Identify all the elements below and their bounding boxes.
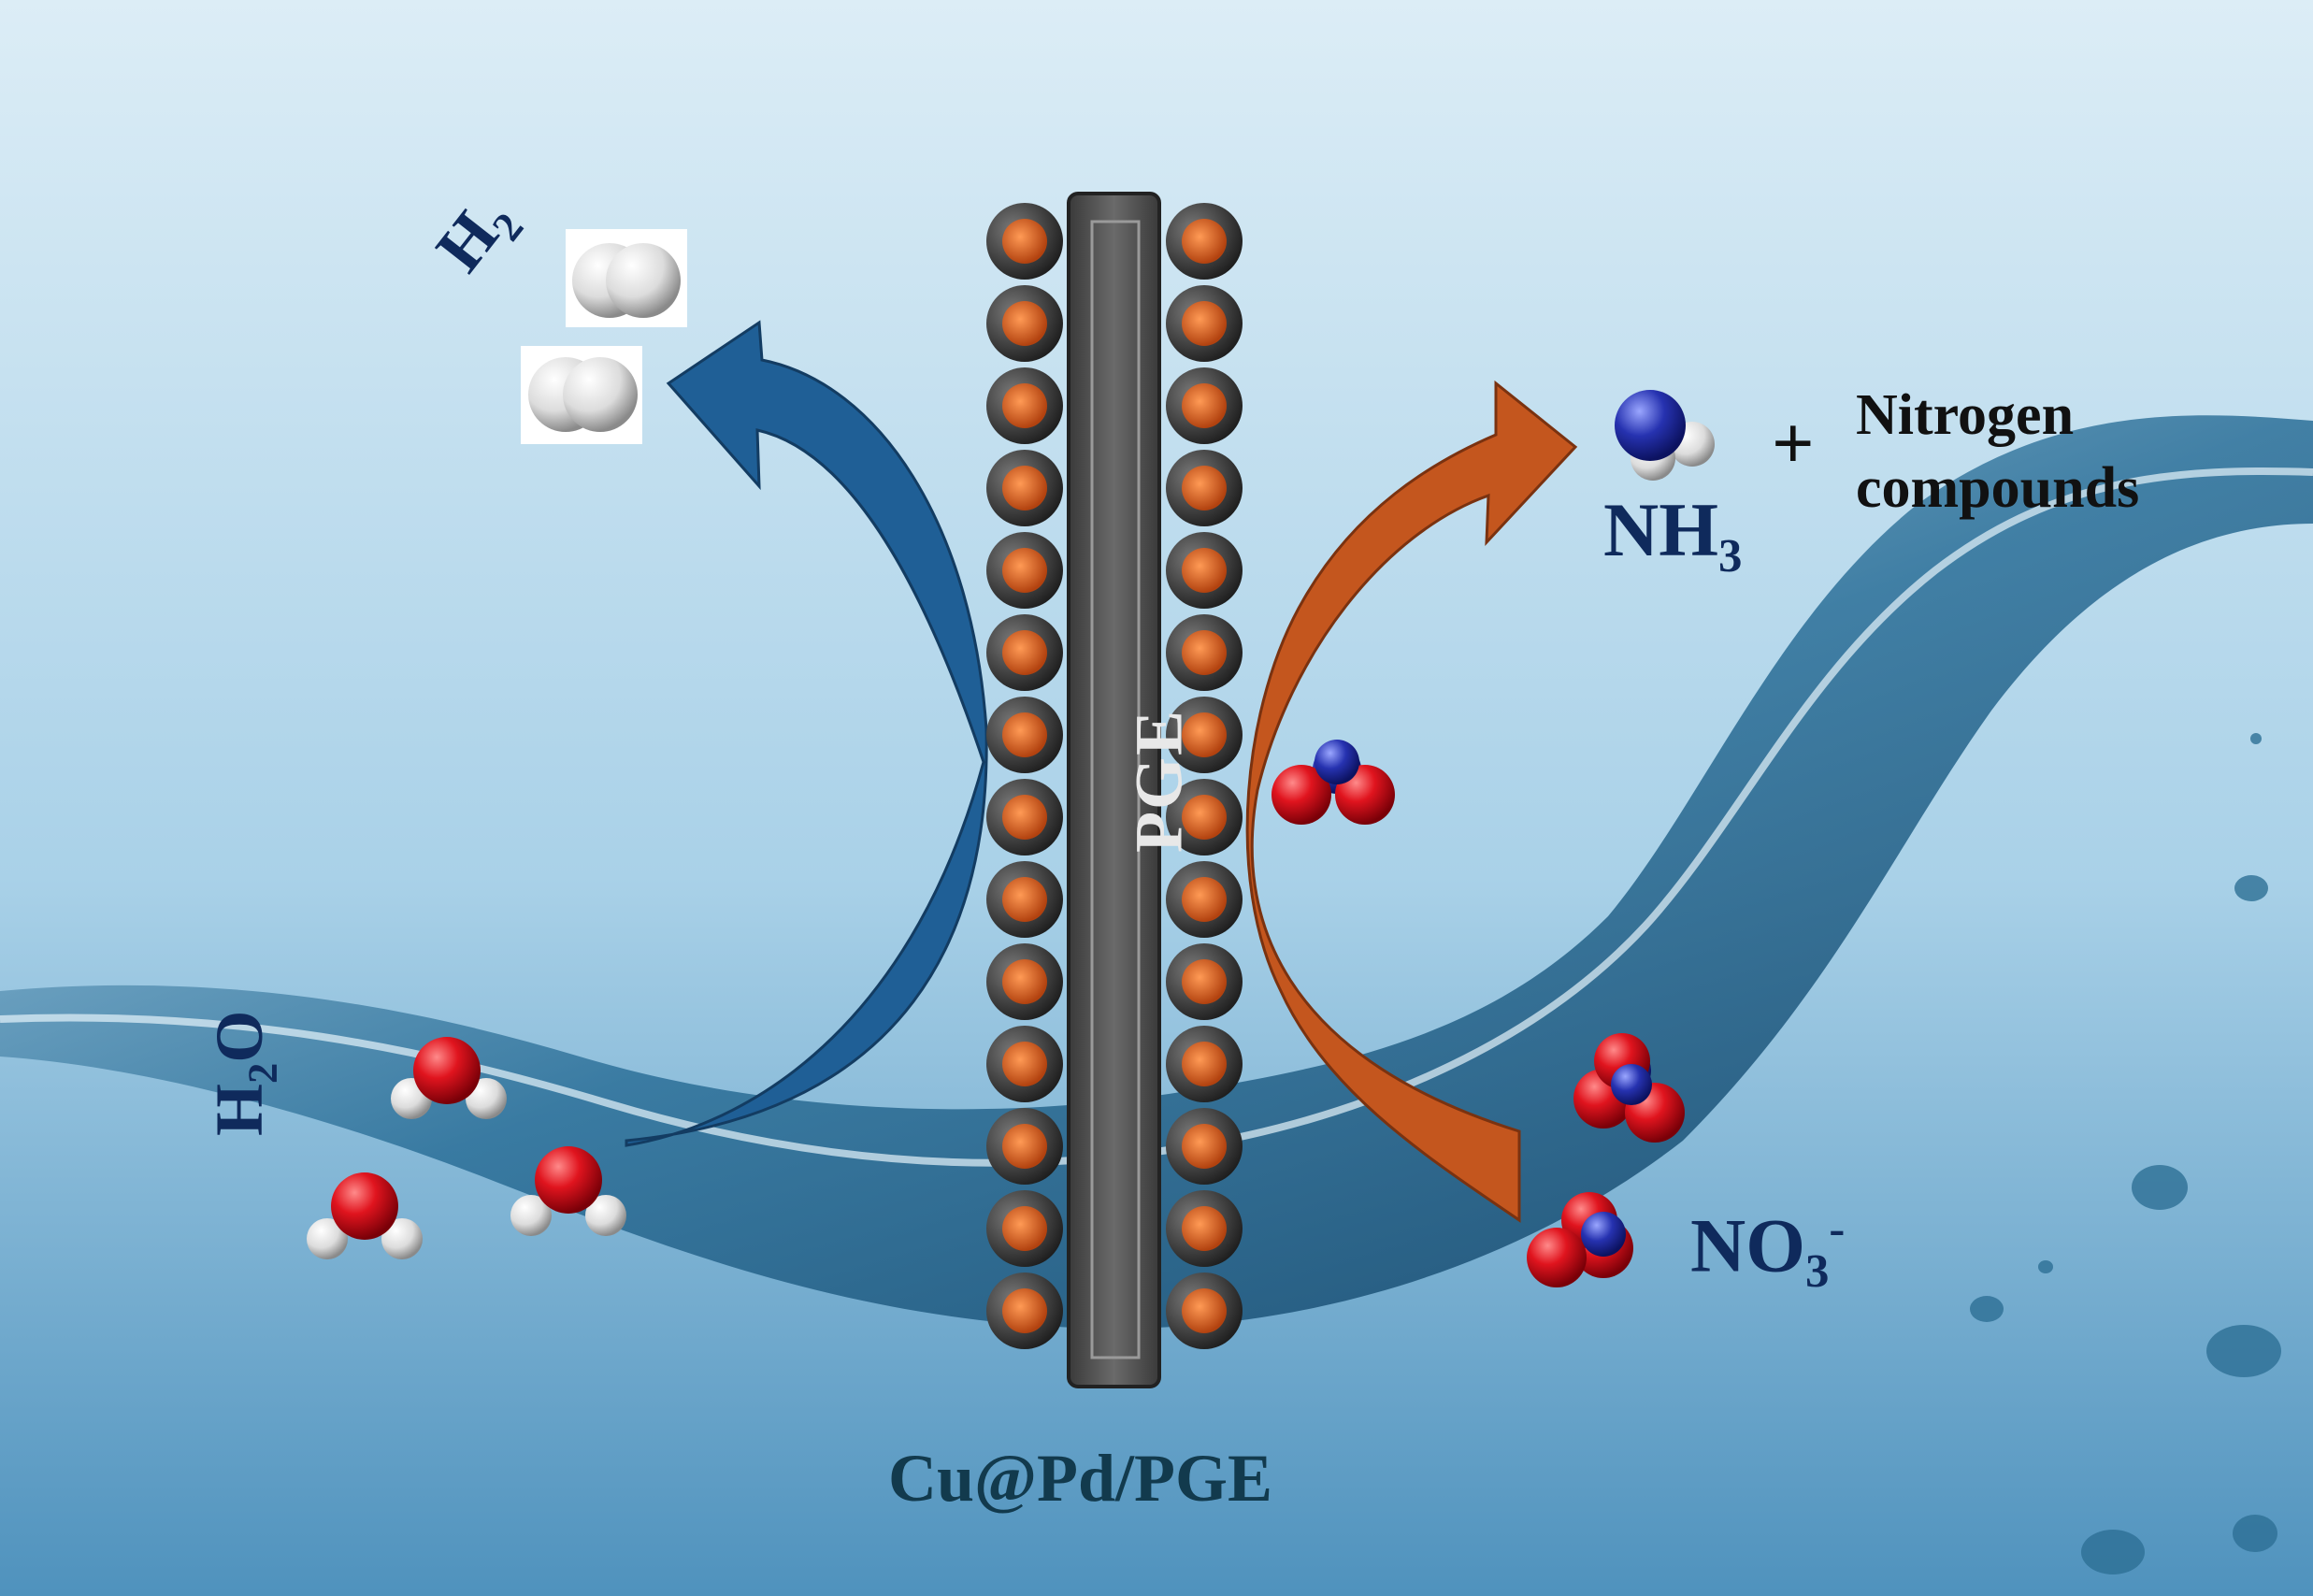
cu-pd-particle <box>986 203 1063 280</box>
water-molecule <box>391 1037 507 1119</box>
cu-pd-particle <box>1166 861 1243 938</box>
cu-pd-particle <box>1166 450 1243 526</box>
nh3-label: NH3 <box>1603 487 1743 582</box>
cu-pd-particle <box>986 861 1063 938</box>
cu-pd-particle <box>986 1108 1063 1185</box>
nitrate-molecule <box>1527 1192 1633 1287</box>
electrode-label: Cu@Pd/PGE <box>888 1441 1273 1516</box>
cu-pd-particle <box>986 779 1063 856</box>
electrode-rod <box>1067 192 1161 1388</box>
cu-pd-particle <box>1166 614 1243 691</box>
h2-molecule <box>566 229 687 327</box>
cu-pd-particle <box>1166 779 1243 856</box>
cu-pd-particle <box>986 450 1063 526</box>
cu-pd-particle <box>1166 532 1243 609</box>
particles-right <box>1166 203 1243 1349</box>
blue-arrow <box>625 320 988 1147</box>
water-molecule <box>510 1146 626 1236</box>
cu-pd-particle <box>1166 1108 1243 1185</box>
h2-molecule <box>521 346 642 444</box>
nitrate-molecule <box>1573 1033 1685 1143</box>
pge-label: PGE <box>1121 708 1197 854</box>
orange-arrow <box>1245 380 1578 1223</box>
nitrite-molecule <box>1271 740 1395 825</box>
cu-pd-particle <box>986 697 1063 773</box>
h2o-label: H2O <box>202 1010 286 1136</box>
no3-label: NO3- <box>1690 1202 1846 1298</box>
cu-pd-particle <box>986 1026 1063 1102</box>
cu-pd-particle <box>986 367 1063 444</box>
plus-sign: + <box>1772 403 1815 485</box>
cu-pd-particle <box>1166 1190 1243 1267</box>
particles-left <box>986 203 1063 1349</box>
ammonia-molecule <box>1615 390 1715 481</box>
cu-pd-particle <box>986 532 1063 609</box>
cu-pd-particle <box>986 1190 1063 1267</box>
cu-pd-particle <box>986 943 1063 1020</box>
cu-pd-particle <box>1166 1272 1243 1349</box>
cu-pd-particle <box>986 614 1063 691</box>
cu-pd-particle <box>1166 285 1243 362</box>
water-molecule <box>307 1172 423 1259</box>
cu-pd-particle <box>986 285 1063 362</box>
cu-pd-particle <box>1166 1026 1243 1102</box>
cu-pd-particle <box>1166 697 1243 773</box>
cu-pd-particle <box>1166 943 1243 1020</box>
cu-pd-particle <box>1166 203 1243 280</box>
cu-pd-particle <box>1166 367 1243 444</box>
cu-pd-particle <box>986 1272 1063 1349</box>
